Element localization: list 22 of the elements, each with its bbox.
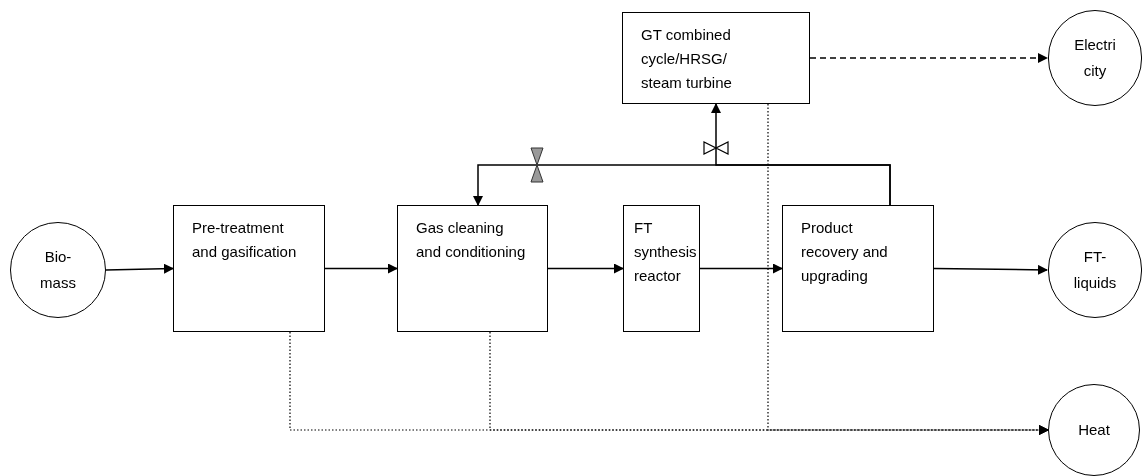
arrow bbox=[711, 103, 891, 206]
node-label: GT combined cycle/HRSG/ steam turbine bbox=[641, 25, 733, 93]
process-box bbox=[623, 205, 700, 332]
process-box bbox=[622, 12, 810, 104]
arrow bbox=[933, 264, 1048, 275]
process-box bbox=[397, 205, 548, 332]
arrow bbox=[105, 263, 174, 274]
process-box bbox=[173, 205, 325, 332]
node-label: Gas cleaning and conditioning bbox=[416, 218, 527, 262]
arrow bbox=[809, 53, 1048, 63]
node-label: Pre-treatment and gasification bbox=[192, 218, 298, 262]
arrow bbox=[324, 263, 398, 274]
arrow bbox=[547, 263, 624, 274]
node-label: Product recovery and upgrading bbox=[801, 218, 889, 286]
node-label: FT- liquids bbox=[1072, 247, 1118, 293]
node-label: FT synthesis reactor bbox=[634, 218, 698, 286]
arrow bbox=[767, 103, 1049, 435]
arrow bbox=[699, 263, 783, 274]
node-label: Electri city bbox=[1073, 35, 1117, 81]
node-label: Bio- mass bbox=[39, 247, 77, 293]
node-label: Heat bbox=[1077, 420, 1111, 440]
process-box bbox=[782, 205, 934, 332]
